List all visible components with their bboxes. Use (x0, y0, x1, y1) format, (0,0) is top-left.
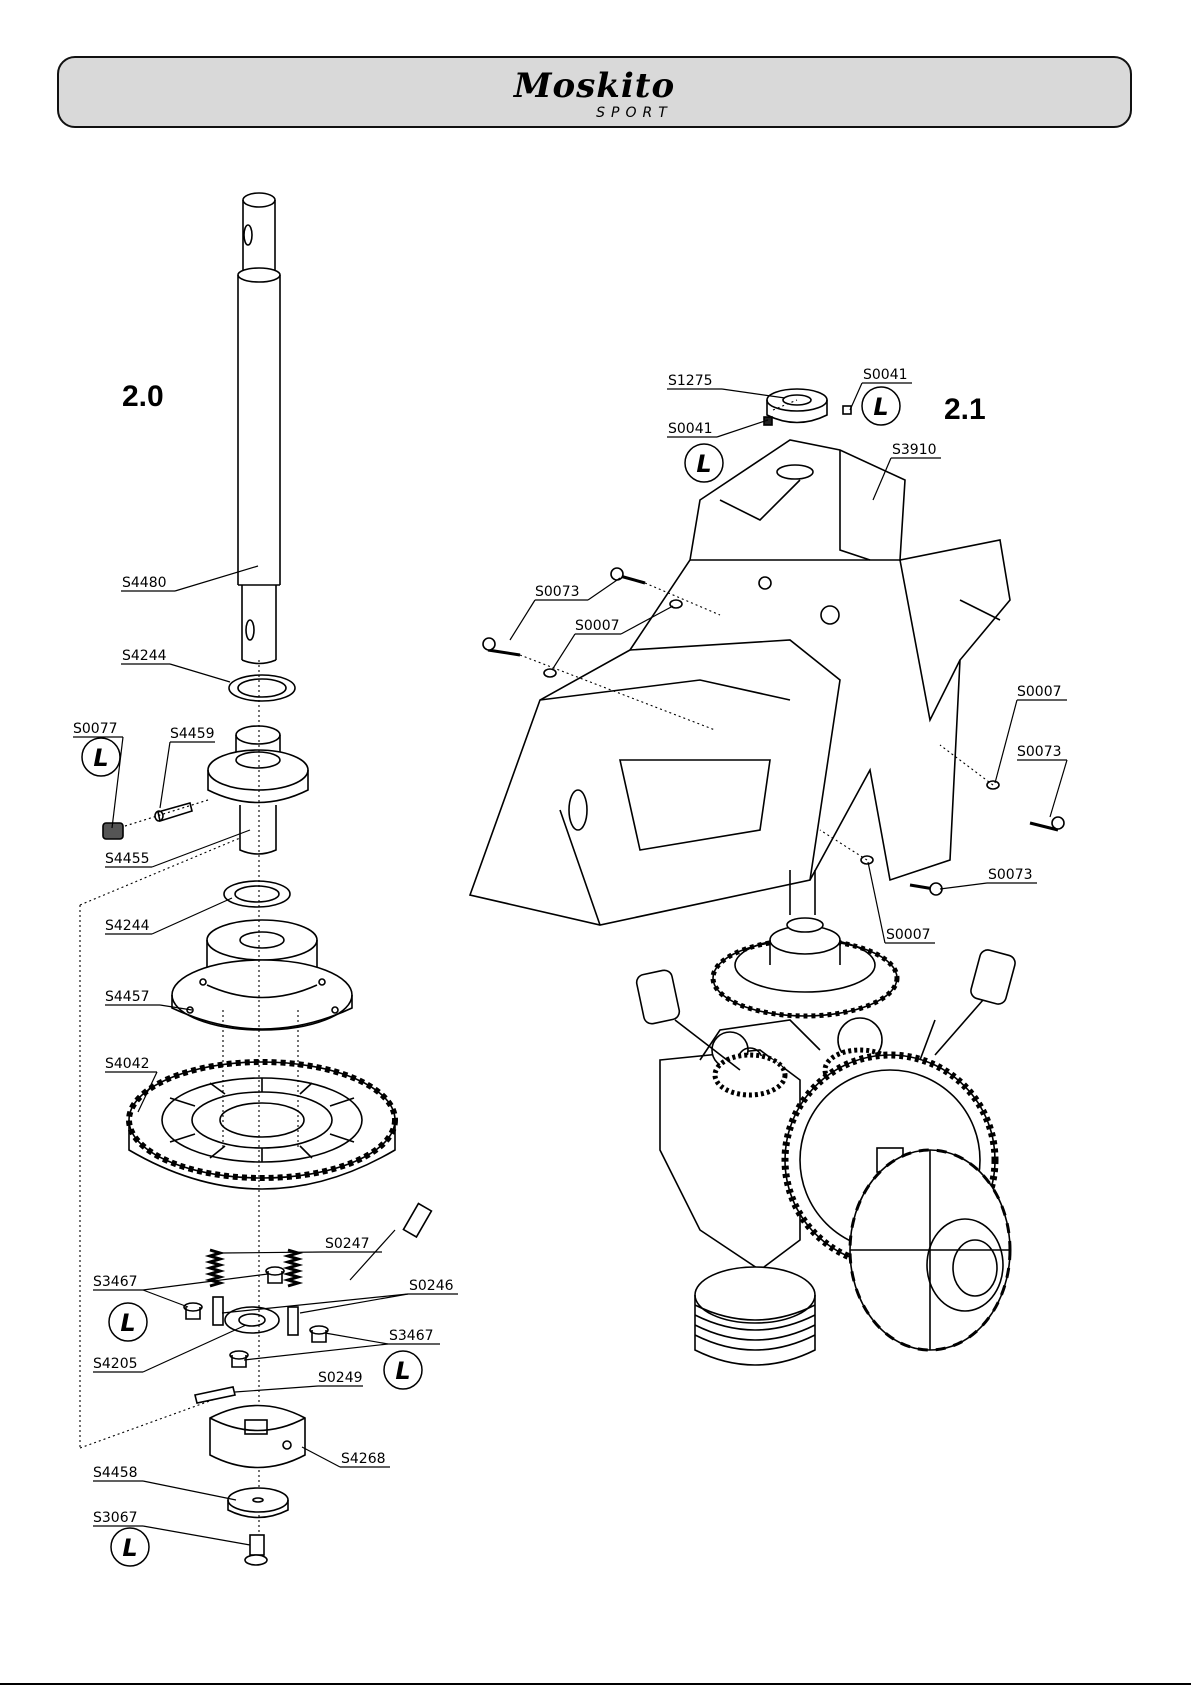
part-label: S0249 (318, 1370, 363, 1386)
svg-text:L: L (395, 1357, 410, 1385)
hub (208, 726, 308, 854)
part-label: S4455 (105, 851, 150, 867)
part-label: S0007 (575, 618, 620, 634)
springs (210, 1250, 298, 1286)
part-label: S0073 (1017, 744, 1062, 760)
svg-text:L: L (873, 393, 888, 421)
part-label: S0041 (863, 367, 908, 383)
part-label: S3067 (93, 1510, 138, 1526)
part-label: S3467 (93, 1274, 138, 1290)
svg-text:L: L (122, 1534, 137, 1562)
loctite-icon: L (82, 738, 120, 776)
svg-text:L: L (120, 1309, 135, 1337)
loctite-icon: L (109, 1303, 147, 1341)
frame (470, 440, 1010, 925)
loctite-icon: L (384, 1351, 422, 1389)
svg-text:L: L (696, 450, 711, 478)
loctite-icon: L (685, 444, 723, 482)
disc (228, 1488, 288, 1518)
part-label: S0077 (73, 721, 118, 737)
part-label: S0007 (886, 927, 931, 943)
collar (767, 389, 827, 423)
part-label: S4244 (122, 648, 167, 664)
part-label: S4459 (170, 726, 215, 742)
bottom-screw (245, 1535, 267, 1565)
part-label: S4205 (93, 1356, 138, 1372)
svg-text:L: L (93, 744, 108, 772)
main-gear (129, 1062, 395, 1189)
part-label: S0007 (1017, 684, 1062, 700)
part-label: S4458 (93, 1465, 138, 1481)
part-label: S4480 (122, 575, 167, 591)
part-label: S0247 (325, 1236, 370, 1252)
flange (172, 920, 352, 1030)
part-label: S0073 (988, 867, 1033, 883)
main-shaft (238, 193, 280, 664)
cylinder-head (695, 1267, 815, 1365)
set-screw-top (843, 406, 851, 414)
part-label: S4244 (105, 918, 150, 934)
part-label: S4042 (105, 1056, 150, 1072)
washer-mid (224, 881, 290, 907)
part-label: S3467 (389, 1328, 434, 1344)
part-label: S4268 (341, 1451, 386, 1467)
washer-top (229, 675, 295, 701)
part-label: S0041 (668, 421, 713, 437)
dowel (195, 1387, 235, 1403)
part-label: S0246 (409, 1278, 454, 1294)
loctite-icon: L (862, 387, 900, 425)
set-screw (103, 823, 123, 839)
cooling-fan (850, 1150, 1010, 1350)
part-label: S3910 (892, 442, 937, 458)
loctite-icon: L (111, 1528, 149, 1566)
clutch (210, 1406, 305, 1468)
part-label: S4457 (105, 989, 150, 1005)
clutch-plate (225, 1307, 279, 1333)
part-label: S0073 (535, 584, 580, 600)
part-label: S1275 (668, 373, 713, 389)
